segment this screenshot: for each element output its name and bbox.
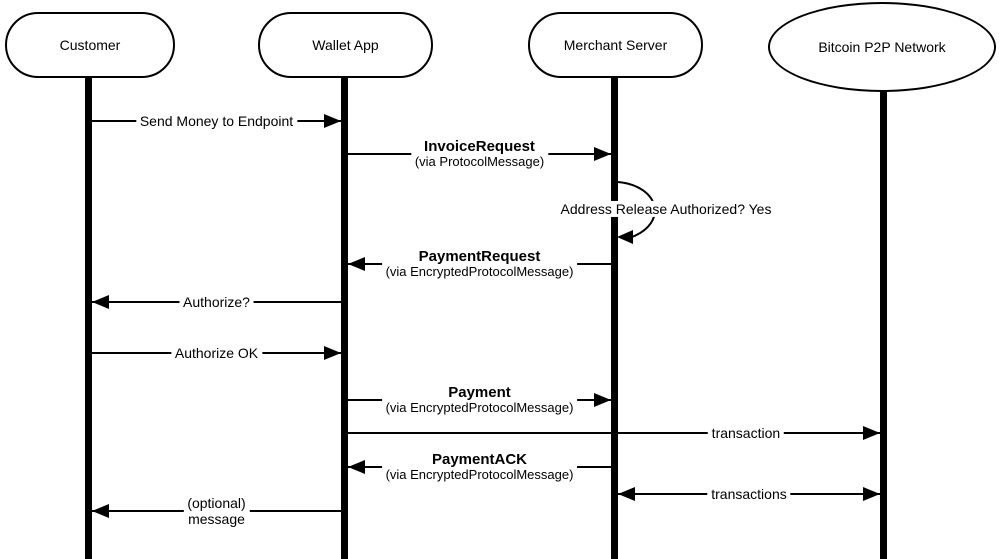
arrowhead-right-icon <box>594 147 611 161</box>
arrowhead-right-icon <box>324 114 341 128</box>
arrowhead-left-icon <box>618 487 635 501</box>
arrowhead-right-icon <box>863 426 880 440</box>
actor-label-wallet-app: Wallet App <box>312 37 379 53</box>
message-label: Authorize OK <box>170 344 263 362</box>
message-label: Authorize? <box>179 293 254 311</box>
message-label: transactions <box>707 485 791 503</box>
message-sublabel: (via EncryptedProtocolMessage) <box>385 264 574 280</box>
message-title: PaymentRequest <box>418 247 541 265</box>
message-label: PaymentRequest (via EncryptedProtocolMes… <box>381 247 578 281</box>
message-sublabel: message <box>188 511 245 527</box>
message-sublabel: (via EncryptedProtocolMessage) <box>385 400 574 416</box>
lifeline-customer <box>85 74 92 559</box>
actor-label-merchant-server: Merchant Server <box>563 37 668 53</box>
actor-customer: Customer <box>5 12 175 78</box>
message-line <box>348 432 880 434</box>
lifeline-bitcoin-p2p-network <box>880 88 887 559</box>
message-title: Payment <box>448 383 511 401</box>
arrowhead-right-icon <box>594 393 611 407</box>
arrowhead-left-icon <box>348 257 365 271</box>
self-loop-label: Address Release Authorized? Yes <box>557 200 775 218</box>
message-label: Send Money to Endpoint <box>135 112 298 130</box>
arrowhead-right-icon <box>863 487 880 501</box>
arrowhead-right-icon <box>324 346 341 360</box>
message-title: (optional) <box>187 494 246 511</box>
lifeline-merchant-server <box>611 74 618 559</box>
arrowhead-left-icon <box>92 295 109 309</box>
message-title: PaymentACK <box>431 450 528 468</box>
lifeline-wallet-app <box>341 74 348 559</box>
message-label: transaction <box>707 424 785 442</box>
message-label: PaymentACK (via EncryptedProtocolMessage… <box>381 450 578 484</box>
message-label: (optional) message <box>183 494 250 528</box>
actor-wallet-app: Wallet App <box>258 12 433 78</box>
actor-bitcoin-p2p-network: Bitcoin P2P Network <box>768 2 996 92</box>
actor-label-customer: Customer <box>59 37 121 53</box>
message-label: Payment (via EncryptedProtocolMessage) <box>381 383 578 417</box>
message-label: InvoiceRequest (via ProtocolMessage) <box>410 137 549 171</box>
actor-merchant-server: Merchant Server <box>528 12 703 78</box>
actor-label-bitcoin-p2p-network: Bitcoin P2P Network <box>818 39 946 55</box>
message-sublabel: (via EncryptedProtocolMessage) <box>385 467 574 483</box>
arrowhead-left-icon <box>92 504 109 518</box>
arrowhead-left-icon <box>348 460 365 474</box>
message-sublabel: (via ProtocolMessage) <box>414 154 545 170</box>
message-title: InvoiceRequest <box>424 137 535 155</box>
